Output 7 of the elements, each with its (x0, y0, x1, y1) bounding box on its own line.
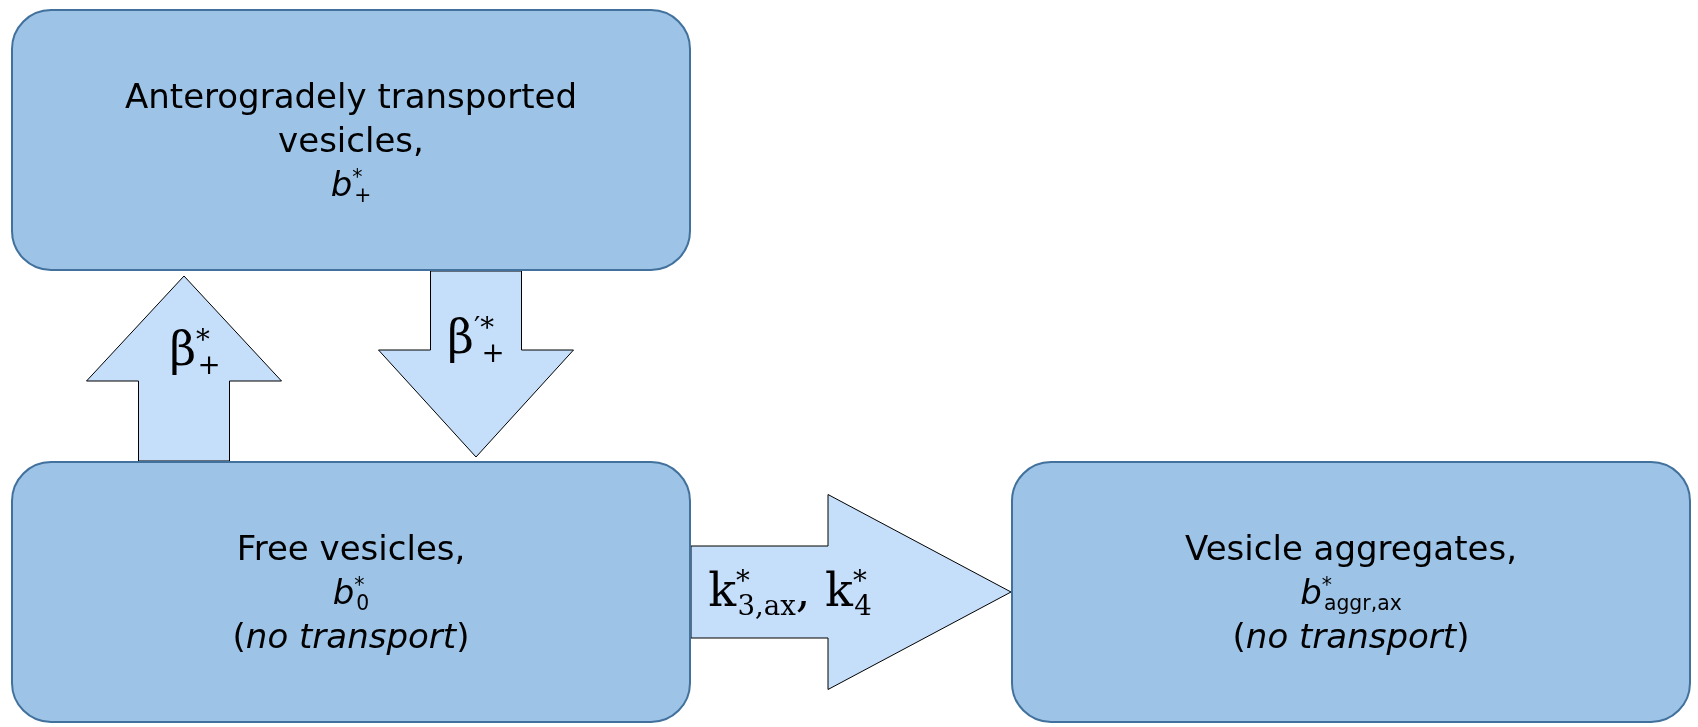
box-text: (no transport) (232, 615, 470, 659)
box-text: (no transport) (1232, 615, 1470, 659)
rounded-box (11, 461, 691, 723)
rounded-box (1011, 461, 1691, 723)
rounded-box (11, 9, 691, 271)
box-text: Free vesicles, (236, 526, 466, 570)
box-text: Vesicle aggregates, (1185, 526, 1517, 570)
